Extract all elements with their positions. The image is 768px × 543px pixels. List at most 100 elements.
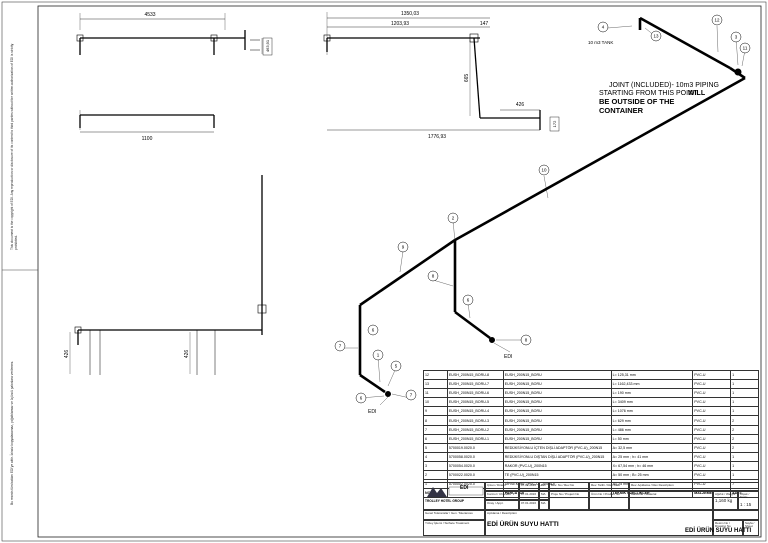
bom-cell-part-name: EUSH_200N15_BORU: [502, 424, 612, 435]
balloon-number: 7: [339, 344, 342, 349]
company-subtitle: TROLLEY HOTEL GROUP: [425, 499, 465, 503]
item-balloon: 10: [538, 164, 550, 176]
bom-cell-spec: L= 1076 mm: [610, 406, 694, 417]
bom-cell-qty: 2: [730, 433, 759, 444]
bom-cell-no: 6: [423, 433, 448, 444]
edi-label-1: EDI: [368, 409, 376, 415]
bom-cell-spec: X= 67,54 mm ; h= 46 mm: [610, 460, 694, 472]
bom-cell-no: 8: [423, 415, 448, 426]
bom-cell-material: PVC-U: [692, 397, 732, 408]
bom-header-row: NO PARÇA NO PARÇA ADI TEKNİK ÖZELLİKLER …: [423, 488, 759, 499]
balloon-number: 5: [395, 364, 398, 369]
joint-note-line3: BE OUTSIDE OF THE: [599, 97, 674, 106]
balloon-number: 13: [653, 34, 659, 39]
company-logo-cell: EDI TROLLEY HOTEL GROUP: [423, 482, 485, 510]
item-balloon: 7: [405, 389, 417, 401]
balloon-number: 12: [714, 18, 720, 23]
item-balloon: 2: [447, 212, 459, 224]
rev-date-label: Rev. Tarihi / Rev Date: [589, 482, 629, 491]
dim-120393: 1203,93: [391, 21, 409, 27]
material-label: Malzeme / Material: [629, 491, 713, 510]
bom-cell-no: 9: [423, 406, 448, 417]
bom-cell-part-no: 5700019.0020.0: [446, 442, 504, 453]
balloon-number: 8: [432, 274, 435, 279]
approved-label: Onay / Appr.: [485, 500, 519, 510]
company-logo-icon: [427, 486, 484, 497]
dim-1100: 1100: [142, 136, 153, 142]
view-top-middle: 1350,03 1203,93 147 665 426 172 1776,93: [323, 11, 560, 140]
pipe-segment-tank-run: [639, 16, 731, 70]
bom-cell-qty: 1: [730, 379, 759, 390]
view-isometric: 10 m3 TANK EDI EDI: [340, 16, 746, 415]
tank-label: 10 m3 TANK: [588, 40, 613, 45]
project-label: Proje No / Project No: [549, 491, 589, 510]
balloon-number: 6: [372, 328, 375, 333]
bom-cell-qty: 2: [730, 415, 759, 426]
bom-cell-part-name: REDÜKSİYONLU İÇTEN DİŞLİ ADAPTÖR (PVC-U)…: [502, 442, 612, 453]
bom-cell-qty: 1: [730, 369, 759, 381]
bom-cell-material: PVC-U: [692, 406, 732, 417]
scale-value: 1 : 15: [740, 501, 752, 507]
bom-cell-part-name: EUSH_200N15_BORU: [502, 369, 612, 381]
company-name: EDI: [460, 485, 469, 491]
bom-header-part-name: PARÇA ADI: [502, 488, 612, 499]
description-cell: Açıklama / Description EDİ ÜRÜN SUYU HAT…: [485, 510, 713, 536]
dim-4533: 4533: [144, 12, 155, 18]
bom-cell-spec: L= 486 mm: [610, 424, 694, 435]
bom-cell-qty: 1: [730, 388, 759, 399]
bom-cell-part-no: EUSH_200N15_BORU-1: [446, 433, 504, 444]
joint-note-bold: WILL: [688, 90, 706, 97]
balloon-number: 4: [602, 25, 605, 30]
bom-cell-no: 12: [423, 369, 448, 381]
balloon-number: 9: [402, 245, 405, 250]
weight-cell: Ağırlık / Weight 1,160 kg: [713, 491, 738, 510]
dim-46391: 463,91: [265, 39, 270, 52]
bom-cell-qty: 1: [730, 397, 759, 408]
bom-cell-material: PVC-U: [692, 379, 732, 390]
surface-treatment-cell: [713, 510, 759, 520]
dim-135003: 1350,03: [401, 11, 419, 17]
copyright-note-tr: Bu resmin tüm hakları EDI'ye aittir. İzi…: [10, 360, 14, 505]
bom-cell-part-name: TE (PVC-U)_200N15: [502, 470, 612, 481]
weight-label: Ağırlık / Weight: [715, 491, 736, 496]
item-balloon: 9: [397, 241, 409, 253]
scale-label: Ölçek / Scale: [740, 491, 750, 500]
bom-cell-qty: 1: [730, 406, 759, 417]
pipe-segment-foot: [359, 373, 386, 394]
bom-cell-material: PVC-U: [692, 451, 732, 462]
balloon-number: 2: [452, 216, 455, 221]
bom-cell-part-name: REDÜKSİYONLU DIŞTAN DİŞLİ ADAPTÖR (PVC-U…: [502, 451, 612, 462]
bom-cell-part-no: EUSH_200N15_BORU-2: [446, 424, 504, 435]
bom-cell-spec: A= 32,5 mm: [610, 442, 694, 453]
item-balloon: 6: [462, 294, 474, 306]
drawn-initials: MA: [539, 482, 549, 491]
balloon-number: 3: [735, 35, 738, 40]
balloon-number: 8: [525, 338, 528, 343]
balloon-number: 7: [410, 393, 413, 398]
bom-cell-no: 10: [423, 397, 448, 408]
joint-note-line2: STARTING FROM THIS POINT: [599, 90, 698, 97]
item-balloon: 11: [739, 42, 751, 54]
dim-426-top: 426: [516, 102, 525, 108]
item-balloon: 3: [730, 31, 742, 43]
joint-note: JOINT (INCLUDED)- 10m3 PIPING STARTING F…: [599, 82, 719, 115]
joint-note-line1: JOINT (INCLUDED)- 10m3 PIPING: [609, 82, 719, 89]
bom-cell-spec: L= 125,31 mm: [610, 369, 694, 381]
bom-cell-part-name: EUSH_200N15_BORU: [502, 406, 612, 417]
bom-cell-no: 2: [423, 470, 448, 481]
balloon-number: 6: [467, 298, 470, 303]
bom-cell-material: PVC-U: [692, 424, 732, 435]
balloon-number: 11: [743, 46, 748, 51]
pipe-segment-main-run: [454, 76, 746, 242]
description-label: Açıklama / Description: [487, 510, 517, 515]
bom-cell-part-name: EUSH_200N15_BORU: [502, 379, 612, 390]
drawing-no-label: Resim No / Drawing No: [715, 520, 731, 529]
item-balloon: 5: [390, 360, 402, 372]
